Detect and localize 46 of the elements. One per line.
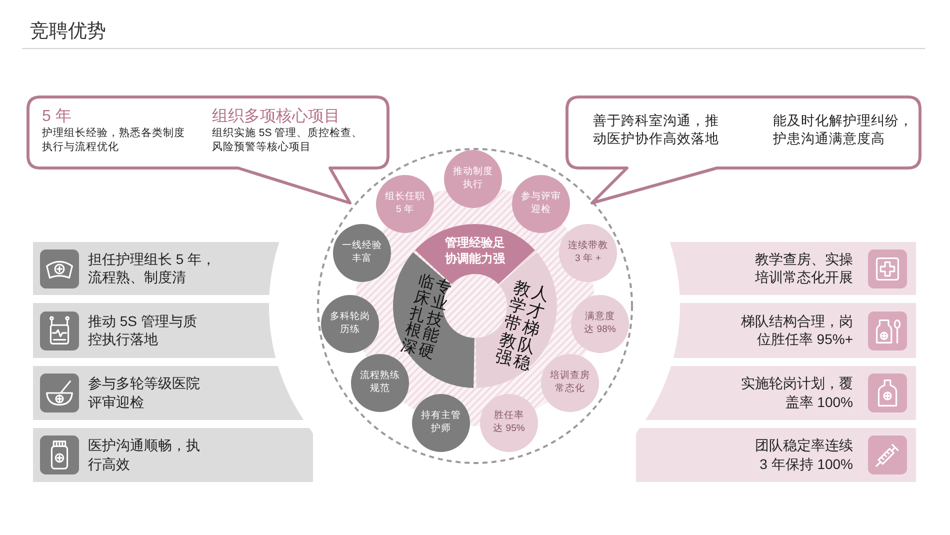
advantage-text: 推动 5S 管理与质控执行落地 <box>88 312 198 350</box>
skill-text: 连续带教 3 年 + <box>567 240 609 266</box>
description-text: 组织实施 5S 管理、质控检查、风险预警等核心项目 <box>212 127 364 154</box>
info-bar <box>673 303 916 358</box>
advantage-text: 梯队结构合理，岗位胜任率 95%+ <box>740 312 853 350</box>
advantage-text: 团队稳定率连续 3 年保持 100% <box>754 436 853 474</box>
skill-text: 满意度达 98% <box>583 311 617 337</box>
info-bar <box>669 242 916 295</box>
info-bar <box>33 428 313 482</box>
info-bar <box>645 366 916 420</box>
skill-text: 多科轮岗历练 <box>329 311 371 337</box>
skill-text: 持有主管护师 <box>420 410 462 436</box>
sector-text: 管理经验足协调能力强 <box>444 235 506 267</box>
skill-text: 培训查房常态化 <box>549 370 591 396</box>
skill-text: 流程熟练规范 <box>359 370 401 396</box>
skill-text: 推动制度执行 <box>452 166 494 192</box>
speech-bubble <box>565 95 922 205</box>
skill-circle <box>512 175 570 233</box>
advantage-text: 医护沟通顺畅，执行高效 <box>88 436 201 474</box>
skill-circle <box>412 394 470 452</box>
skill-text: 参与评审迎检 <box>520 191 562 217</box>
highlight-heading: 组织多项核心项目 <box>212 108 340 126</box>
skill-circle <box>559 224 617 282</box>
info-bar <box>636 428 916 482</box>
skill-circle <box>333 224 391 282</box>
info-bar <box>33 366 304 420</box>
highlight-heading: 5 年 <box>42 108 72 126</box>
description-text: 善于跨科室沟通，推动医护协作高效落地 <box>593 112 720 148</box>
skill-circle <box>480 394 538 452</box>
skill-text: 一线经验丰富 <box>341 240 383 266</box>
advantage-text: 担任护理组长 5 年，流程熟、制度清 <box>88 250 217 288</box>
skill-circle <box>351 354 409 412</box>
skill-circle <box>541 354 599 412</box>
advantage-text: 参与多轮等级医院评审迎检 <box>88 374 201 412</box>
info-bar <box>33 303 276 358</box>
description-text: 能及时化解护理纠纷，护患沟通满意度高 <box>773 112 914 148</box>
skill-text: 胜任率达 95% <box>492 410 526 436</box>
page-title: 竞聘优势 <box>30 21 106 44</box>
skill-circle <box>321 295 379 353</box>
skill-circle <box>376 175 434 233</box>
skill-circle <box>444 150 502 208</box>
advantage-text: 实施轮岗计划，覆盖率 100% <box>740 374 853 412</box>
description-text: 护理组长经验，熟悉各类制度执行与流程优化 <box>42 127 186 154</box>
skill-text: 组长任职 5 年 <box>384 191 426 217</box>
info-bar <box>33 242 280 295</box>
advantage-text: 教学查房、实操培训常态化开展 <box>754 250 853 288</box>
